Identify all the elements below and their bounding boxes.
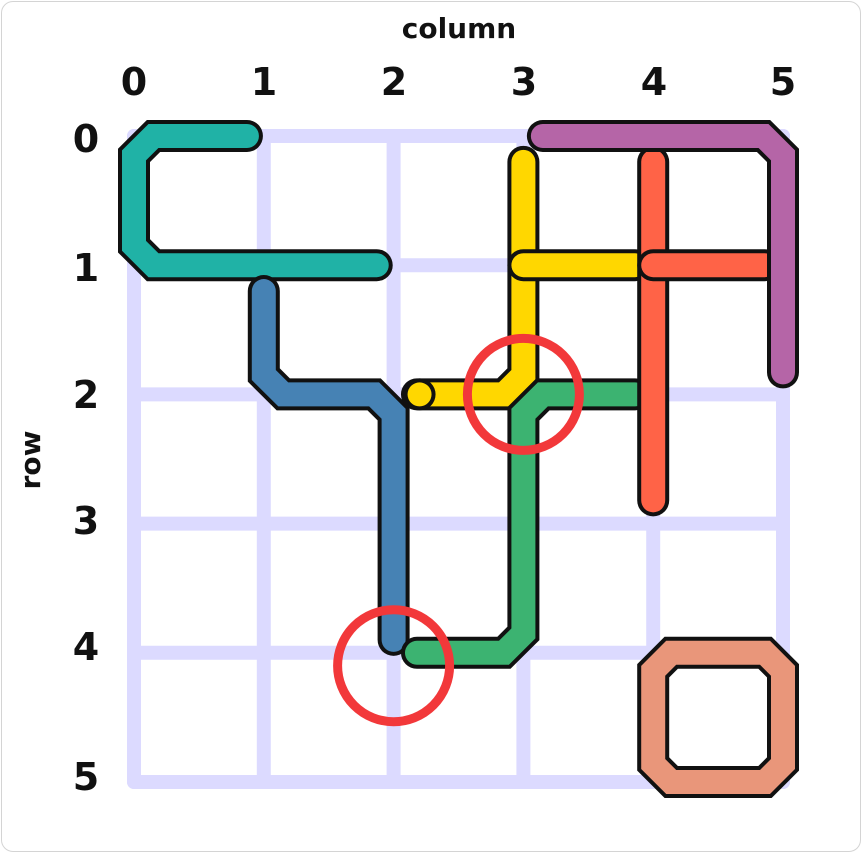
- blue-path-outline: [247, 275, 410, 656]
- column-label-5: 5: [770, 60, 796, 104]
- row-label-4: 4: [73, 625, 99, 669]
- purple-path: [526, 120, 799, 389]
- column-label-3: 3: [511, 60, 537, 104]
- column-label-1: 1: [251, 60, 277, 104]
- column-label-0: 0: [121, 60, 147, 104]
- salmon-loop-outline: [637, 636, 799, 798]
- blue-path-fill: [251, 279, 406, 652]
- row-label-2: 2: [73, 373, 99, 417]
- teal-path-outline: [118, 120, 393, 282]
- row-label-0: 0: [73, 117, 99, 161]
- teal-path-fill: [122, 124, 389, 278]
- row-labels: 0 1 2 3 4 5: [73, 117, 99, 799]
- row-axis-title: row: [14, 431, 47, 490]
- row-label-3: 3: [73, 499, 99, 543]
- highlight-layer: [333, 333, 584, 727]
- column-label-2: 2: [381, 60, 407, 104]
- grid-lines: [127, 129, 790, 789]
- row-label-1: 1: [73, 246, 99, 290]
- highlight-circle-row2-col3: [462, 333, 584, 455]
- yellow-path: [400, 145, 540, 411]
- column-axis-title: column: [402, 12, 516, 45]
- salmon-loop: [641, 640, 795, 794]
- teal-path: [118, 120, 393, 282]
- column-label-4: 4: [641, 60, 667, 104]
- loop-layer: [637, 636, 799, 798]
- row-label-5: 5: [73, 755, 99, 799]
- paths-layer: [118, 120, 799, 669]
- blue-path: [247, 275, 410, 656]
- yellow-path-outline: [400, 145, 540, 411]
- green-path-fill: [404, 382, 648, 665]
- purple-path-fill: [530, 124, 795, 385]
- column-labels: 0 1 2 3 4 5: [121, 60, 796, 104]
- green-path: [400, 378, 652, 669]
- highlight-circle-row4-col2: [333, 605, 455, 727]
